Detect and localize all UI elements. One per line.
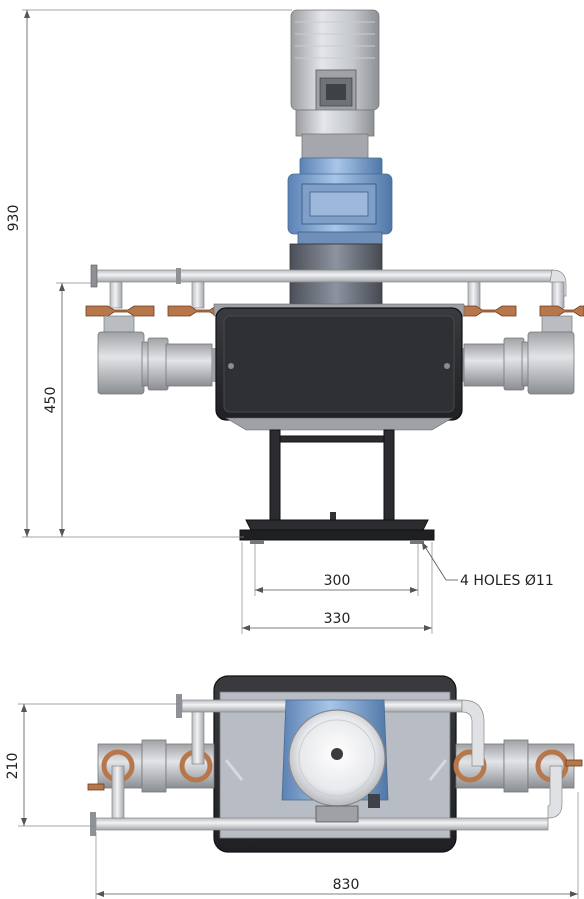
motor [290,9,380,159]
holes-callout: 4 HOLES Ø11 [421,541,554,589]
left-inlet-housing [97,331,220,395]
control-box [213,303,465,431]
dim-depth: 210 [5,703,180,827]
dim-overall-height: 930 [6,9,292,538]
front-view: 930 450 300 330 4 [6,9,584,634]
top-gearbox [281,699,389,823]
dim-hole-spacing: 300 [254,544,419,596]
dim-base-width: 330 [241,542,433,634]
dim-depth-label: 210 [5,753,21,780]
dim-inlet-height-label: 450 [43,387,59,414]
base-plate [239,519,435,544]
left-valves [85,281,235,333]
gearbox [287,157,393,245]
dim-base-width-label: 330 [324,611,351,627]
right-inlet-housing [458,331,575,395]
right-valves [455,281,584,333]
top-manifold-lower [90,765,563,836]
frame-legs [269,429,395,521]
holes-callout-label: 4 HOLES Ø11 [460,573,554,589]
top-clamps [87,749,583,791]
top-view: 210 830 [5,675,583,899]
dim-overall-width-label: 830 [333,877,360,893]
dim-overall-width: 830 [95,792,579,899]
dim-overall-height-label: 930 [6,205,22,232]
dim-hole-spacing-label: 300 [324,573,351,589]
dim-inlet-height: 450 [43,282,98,537]
